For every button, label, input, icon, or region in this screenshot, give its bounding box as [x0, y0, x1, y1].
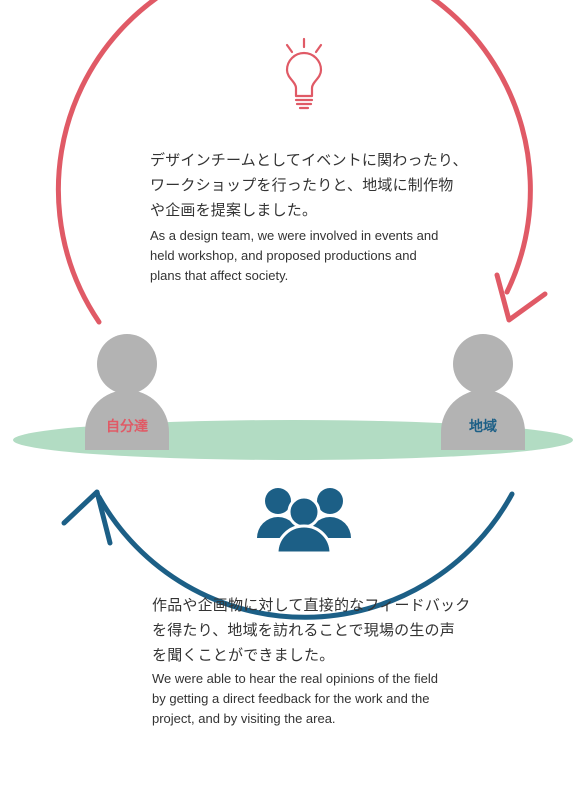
- top-english-text: As a design team, we were involved in ev…: [150, 226, 438, 286]
- bottom-cycle-arc: [96, 491, 515, 620]
- bottom-english-text: We were able to hear the real opinions o…: [152, 669, 438, 729]
- right-person-icon: [441, 334, 525, 450]
- bottom-en-line: We were able to hear the real opinions o…: [152, 671, 438, 686]
- left-person-icon: [85, 334, 169, 450]
- bottom-en-line: project, and by visiting the area.: [152, 711, 336, 726]
- lightbulb-icon: [285, 37, 323, 110]
- bottom-jp-line: を聞くことができました。: [152, 646, 335, 664]
- top-en-line: held workshop, and proposed productions …: [150, 248, 417, 263]
- bottom-arrowhead: [61, 489, 113, 546]
- top-en-line: As a design team, we were involved in ev…: [150, 228, 439, 243]
- top-arrowhead: [494, 272, 548, 323]
- top-cycle-arc: [55, 0, 533, 325]
- top-jp-line: や企画を提案しました。: [150, 201, 318, 219]
- bottom-en-line: by getting a direct feedback for the wor…: [152, 691, 430, 706]
- bottom-jp-line: を得たり、地域を訪れることで現場の生の声: [152, 621, 455, 639]
- bottom-jp-line: 作品や企画物に対して直接的なフィードバック: [152, 596, 471, 614]
- top-jp-line: ワークショップを行ったりと、地域に制作物: [150, 176, 454, 194]
- top-japanese-text: デザインチームとしてイベントに関わったり、 ワークショップを行ったりと、地域に制…: [150, 148, 468, 223]
- community-label: 地域: [469, 419, 497, 435]
- bottom-japanese-text: 作品や企画物に対して直接的なフィードバック を得たり、地域を訪れることで現場の生…: [152, 593, 470, 668]
- group-of-people-icon: [257, 488, 351, 555]
- top-jp-line: デザインチームとしてイベントに関わったり、: [150, 151, 468, 169]
- top-en-line: plans that affect society.: [150, 268, 289, 283]
- self-team-label: 自分達: [106, 419, 148, 435]
